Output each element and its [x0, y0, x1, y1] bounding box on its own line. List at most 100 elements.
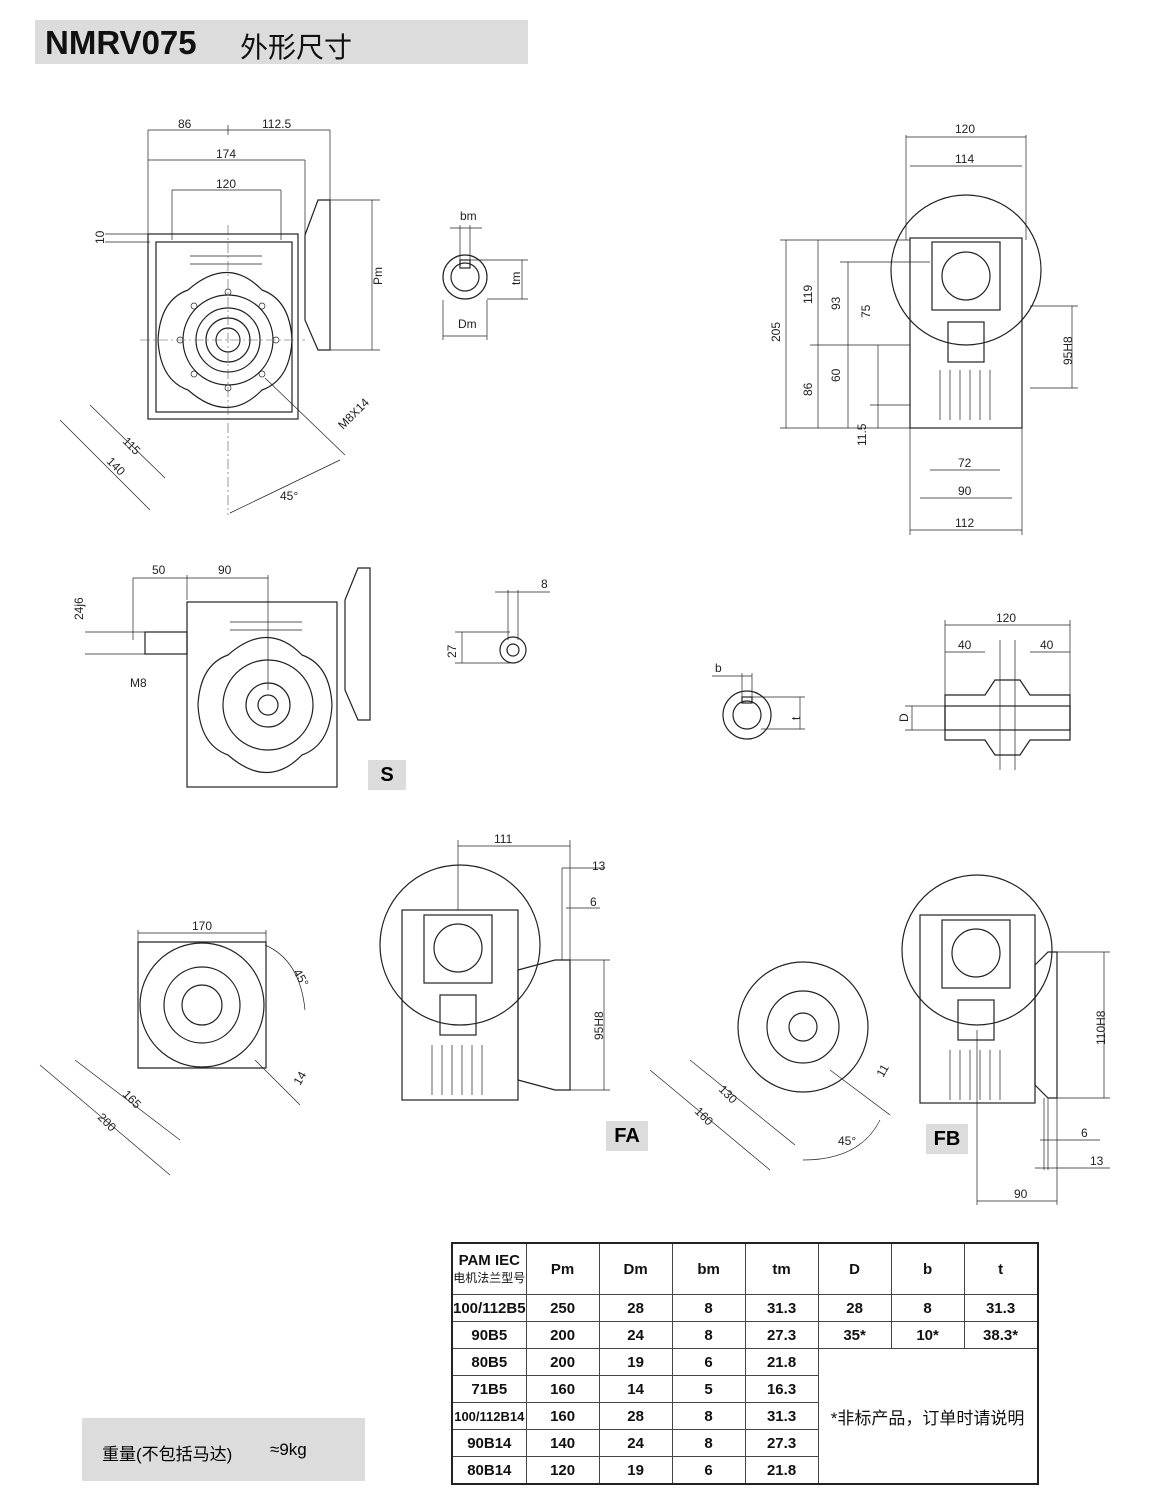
dim-11: 11	[873, 1061, 892, 1079]
cell: 160	[525, 1375, 600, 1403]
dim-dm: Dm	[458, 317, 477, 331]
cell: 28	[598, 1294, 673, 1322]
cell: 200	[525, 1321, 600, 1349]
cell: 120	[525, 1456, 600, 1485]
dim-10: 10	[93, 230, 107, 244]
fa-variant-view: 111 13 6 95H8	[379, 832, 610, 1101]
header-dm: Dm	[598, 1242, 673, 1295]
fb-variant-view: 110H8 6 13 90	[901, 874, 1110, 1205]
dim-114: 114	[955, 152, 974, 166]
weight-label: 重量(不包括马达)	[102, 1445, 233, 1464]
dim-m8: M8	[130, 676, 147, 690]
dim-50: 50	[152, 563, 166, 577]
dim-120: 120	[955, 122, 975, 136]
dim-13: 13	[592, 859, 606, 873]
cell: 27.3	[744, 1321, 819, 1349]
header-flange-type-label: 电机法兰型号	[453, 1270, 526, 1285]
cell: 14	[598, 1375, 673, 1403]
cell: 21.8	[744, 1456, 819, 1485]
dim-D: D	[897, 713, 911, 722]
dim-tm: tm	[509, 272, 523, 285]
cell: 28	[817, 1294, 892, 1322]
cell: 8	[671, 1321, 746, 1349]
dim-130: 130	[716, 1082, 740, 1106]
cell: 8	[671, 1294, 746, 1322]
cell: 10*	[890, 1321, 965, 1349]
hollow-shaft-key-view: b t	[712, 661, 805, 740]
cell: 38.3*	[963, 1321, 1039, 1349]
cell: 31.3	[963, 1294, 1039, 1322]
cell: 80B5	[451, 1348, 527, 1376]
cell: 6	[671, 1348, 746, 1376]
side-view: 120 114 205 119 93 75 86 60 11.5 95H8 72…	[769, 122, 1078, 535]
dim-95h8: 95H8	[1061, 336, 1075, 365]
dim-119: 119	[801, 285, 815, 304]
dim-27: 27	[445, 644, 459, 658]
front-view: 86 112.5 174 120 10 Pm M8X14 115 140 45°	[59, 117, 385, 515]
header-bm: bm	[671, 1242, 746, 1295]
dim-72: 72	[958, 456, 972, 470]
cell: 8	[890, 1294, 965, 1322]
weight-box: 重量(不包括马达) ≈9kg	[82, 1418, 365, 1481]
cell: 200	[525, 1348, 600, 1376]
cell: 100/112B14	[451, 1402, 527, 1430]
dim-90: 90	[218, 563, 232, 577]
round-flange-view: 11 130 160 45°	[649, 961, 892, 1171]
dim-140: 140	[104, 454, 128, 478]
dim-200: 200	[95, 1110, 119, 1134]
header-t: t	[963, 1242, 1039, 1295]
square-flange-view: 170 45° 14 165 200	[39, 919, 312, 1176]
dim-40-left: 40	[958, 638, 972, 652]
cell: 140	[525, 1429, 600, 1457]
dim-75: 75	[859, 304, 873, 318]
dim-pm: Pm	[371, 267, 385, 285]
cell: 35*	[817, 1321, 892, 1349]
header-b: b	[890, 1242, 965, 1295]
cell: 31.3	[744, 1402, 819, 1430]
dim-13: 13	[1090, 1154, 1104, 1168]
dim-120: 120	[216, 177, 236, 191]
dim-60: 60	[829, 368, 843, 382]
dim-165: 165	[120, 1087, 144, 1111]
cell: 6	[671, 1456, 746, 1485]
header-pm: Pm	[525, 1242, 600, 1295]
variant-tag-fa: FA	[606, 1121, 648, 1151]
cell: 90B5	[451, 1321, 527, 1349]
cell: 8	[671, 1429, 746, 1457]
cell: 90B14	[451, 1429, 527, 1457]
model-title: NMRV075	[45, 24, 197, 61]
dim-90: 90	[958, 484, 972, 498]
dim-bm: bm	[460, 209, 477, 223]
title-bar: NMRV075 外形尺寸	[35, 20, 528, 64]
cell: 19	[598, 1456, 673, 1485]
header-tm: tm	[744, 1242, 819, 1295]
dim-86: 86	[178, 117, 192, 131]
dim-95h8: 95H8	[592, 1011, 606, 1040]
variant-tag-fb: FB	[926, 1124, 968, 1154]
dim-b: b	[715, 661, 722, 675]
dim-14: 14	[290, 1069, 309, 1088]
dim-8: 8	[541, 577, 548, 591]
dim-40-right: 40	[1040, 638, 1054, 652]
non-standard-note: *非标产品，订单时请说明	[817, 1348, 1039, 1485]
header-pam-iec-label: PAM IEC	[458, 1251, 520, 1269]
cell: 80B14	[451, 1456, 527, 1485]
dim-90: 90	[1014, 1187, 1028, 1201]
cell: 24	[598, 1429, 673, 1457]
dim-6: 6	[590, 895, 597, 909]
dim-110h8: 110H8	[1094, 1010, 1108, 1045]
dim-174: 174	[216, 147, 236, 161]
dim-45deg: 45°	[280, 489, 298, 503]
cell: 5	[671, 1375, 746, 1403]
cell: 160	[525, 1402, 600, 1430]
dim-11-5: 11.5	[855, 423, 869, 446]
